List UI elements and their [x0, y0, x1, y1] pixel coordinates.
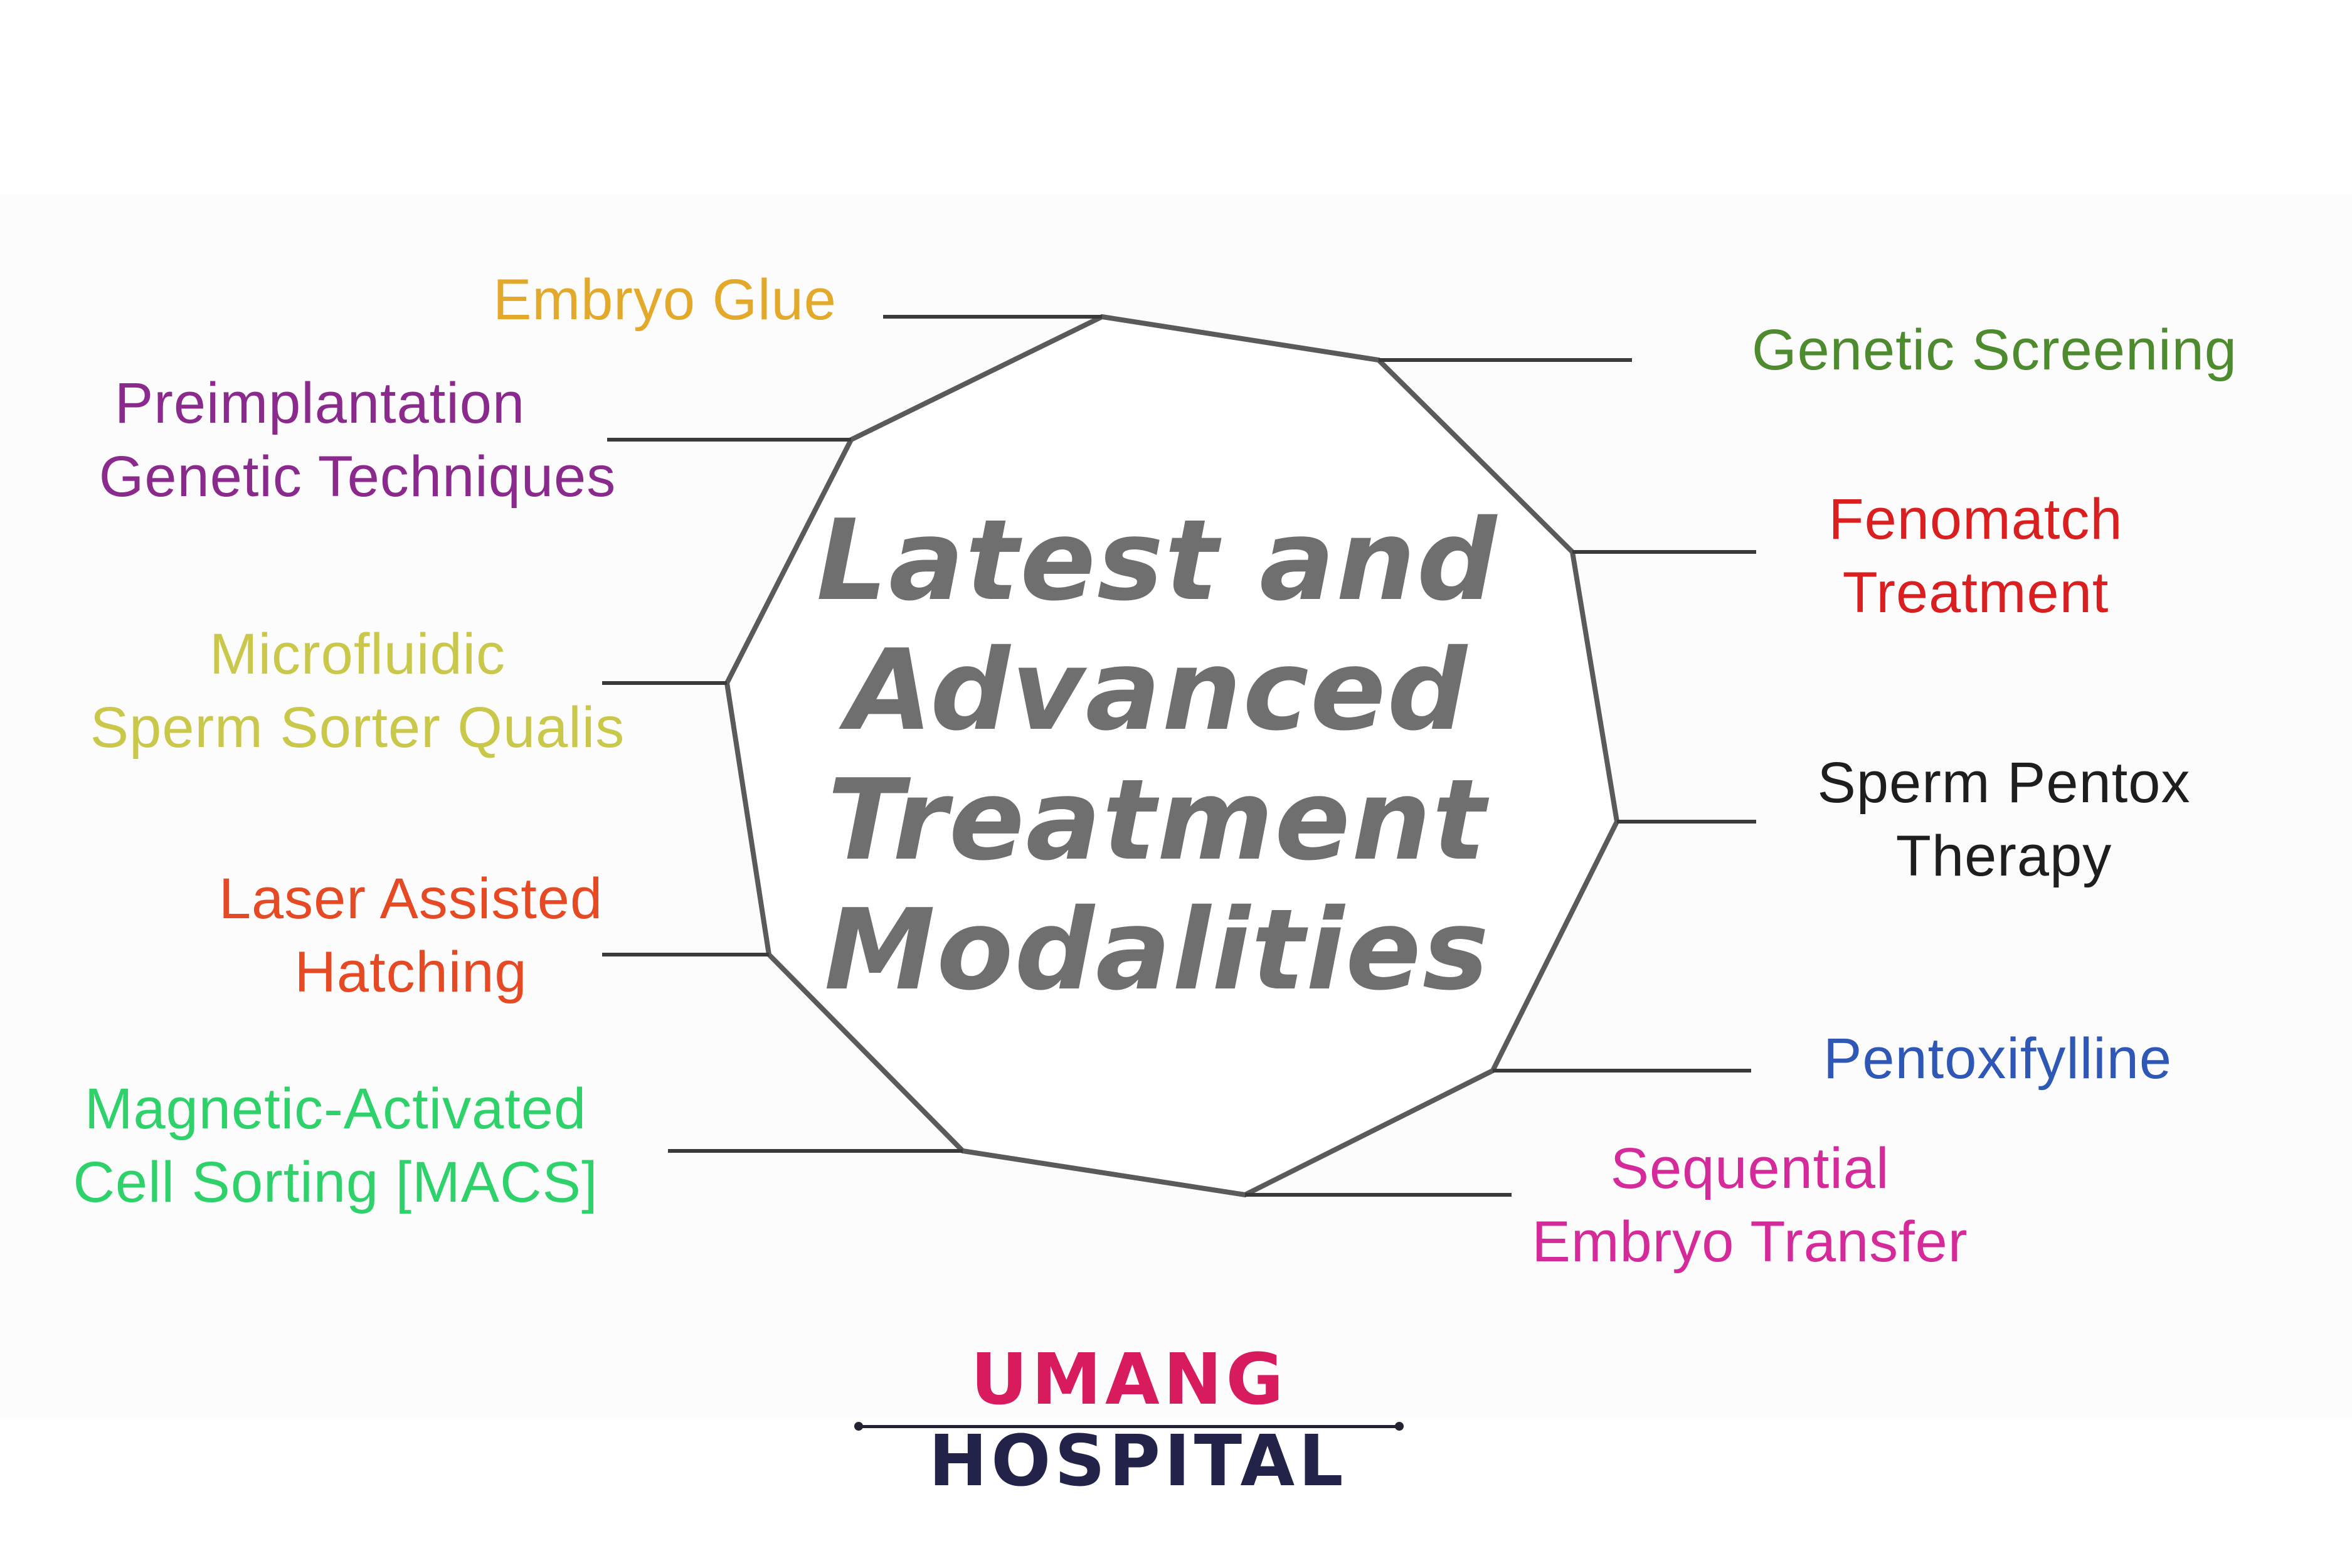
label-genetic-screening: Genetic Screening	[1681, 314, 2308, 387]
label-microfluidic: Microfluidic Sperm Sorter Qualis	[31, 618, 684, 765]
label-laser: Laser Assisted Hatching	[144, 862, 677, 1009]
label-macs: Magnetic-Activated Cell Sorting [MACS]	[13, 1073, 659, 1219]
label-fenomatch-line-2: Treatment	[1842, 561, 2109, 625]
label-preimplantation-line-1: Preimplantation	[114, 371, 526, 435]
label-laser-line-1: Laser Assisted	[218, 867, 603, 931]
label-fenomatch-line-1: Fenomatch	[1828, 487, 2123, 551]
center-title-line-4: Modalities	[824, 885, 1490, 1015]
label-sequential: Sequential Embryo Transfer	[1480, 1132, 2020, 1279]
center-title-line-1: Latest and	[816, 495, 1498, 625]
label-preimplantation-line-2: Genetic Techniques	[98, 445, 617, 509]
label-sequential-line-2: Embryo Transfer	[1532, 1210, 1968, 1274]
umang-hospital-logo: UMANG HOSPITAL	[828, 1339, 1430, 1502]
label-pentoxifylline-line-1: Pentoxifylline	[1823, 1027, 2173, 1091]
label-embryo-glue: Embryo Glue	[452, 263, 878, 337]
center-title-line-3: Treatment	[827, 755, 1487, 885]
label-sperm-pentox-line-1: Sperm Pentox	[1817, 751, 2191, 815]
label-genetic-screening-line-1: Genetic Screening	[1752, 318, 2237, 382]
label-laser-line-2: Hatching	[294, 940, 527, 1004]
label-preimplantation: Preimplantation Genetic Techniques	[31, 367, 684, 514]
label-microfluidic-line-2: Sperm Sorter Qualis	[90, 696, 625, 760]
brand-wordmark: UMANG HOSPITAL	[828, 1339, 1430, 1502]
center-title-line-2: Advanced	[845, 625, 1469, 755]
brand-first-word: UMANG	[970, 1339, 1288, 1421]
label-sperm-pentox: Sperm Pentox Therapy	[1769, 746, 2239, 893]
label-macs-line-2: Cell Sorting [MACS]	[73, 1150, 598, 1214]
label-embryo-glue-line-1: Embryo Glue	[493, 268, 837, 332]
label-macs-line-1: Magnetic-Activated	[84, 1077, 587, 1141]
brand-second-word: HOSPITAL	[928, 1421, 1347, 1502]
brand-underline-dot-right	[1395, 1422, 1404, 1431]
label-fenomatch: Fenomatch Treatment	[1775, 483, 2176, 630]
brand-underline	[858, 1425, 1399, 1428]
center-title: Latest and Advanced Treatment Modalities	[771, 495, 1543, 1015]
label-pentoxifylline: Pentoxifylline	[1769, 1022, 2227, 1096]
label-microfluidic-line-1: Microfluidic	[209, 622, 506, 686]
label-sperm-pentox-line-2: Therapy	[1895, 824, 2112, 888]
label-sequential-line-1: Sequential	[1610, 1136, 1890, 1200]
